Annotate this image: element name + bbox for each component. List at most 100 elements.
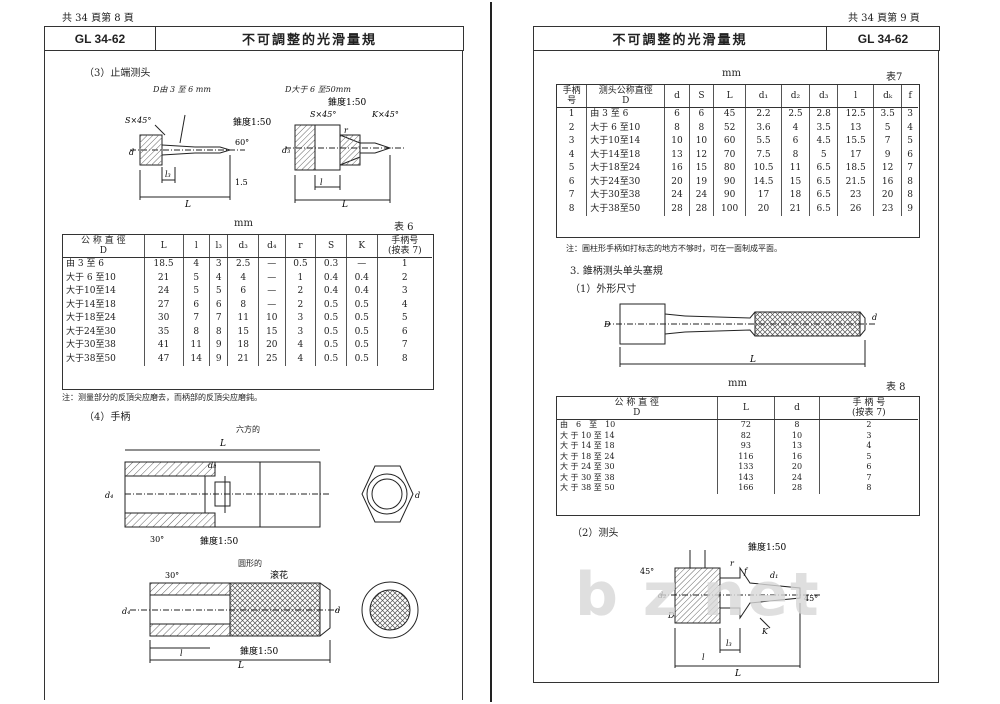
table6-cell: 18 bbox=[227, 339, 259, 353]
hex-L-label: L bbox=[219, 439, 226, 449]
table6-cell: 大于24至30 bbox=[66, 326, 116, 337]
table7-cell: 3 bbox=[901, 107, 918, 122]
table7-cell: 11 bbox=[780, 162, 810, 176]
table6-cell: 25 bbox=[258, 352, 286, 366]
table7-cell: 14.5 bbox=[745, 175, 782, 189]
table6-cell: 3 bbox=[284, 325, 316, 339]
table7-cell: 23 bbox=[873, 202, 902, 216]
round-d-label: d bbox=[335, 606, 340, 615]
table7-cell: 8 bbox=[901, 189, 918, 203]
table8-unit: mm bbox=[728, 378, 747, 389]
table7-cell: 6.5 bbox=[809, 175, 838, 189]
table6-cell: 0.5 bbox=[345, 312, 378, 326]
table7-cell: 大于 6 至10 bbox=[586, 121, 665, 135]
hex-handle-drawing: L d₃ d₄ 30° 錐度1:50 d bbox=[105, 439, 420, 547]
table7-cell: 9 bbox=[901, 202, 918, 216]
table7-cell: 8 bbox=[568, 203, 575, 214]
table7-cell: 16 bbox=[873, 175, 902, 189]
table7-cell: 3 bbox=[568, 136, 575, 146]
table7-cell: 8 bbox=[780, 148, 810, 162]
table7-cell: 52 bbox=[713, 121, 746, 135]
table6-cell: 7 bbox=[209, 312, 228, 326]
d-label: d bbox=[129, 148, 134, 157]
table6-cell: 0.5 bbox=[345, 325, 378, 339]
table6-cell: 大于 6 至10 bbox=[66, 272, 116, 283]
table6-cell: — bbox=[258, 285, 286, 299]
table7-cell: 12.5 bbox=[837, 107, 874, 122]
table8-cell: 13 bbox=[774, 441, 820, 452]
table7-cell: 13 bbox=[664, 148, 690, 162]
table8-cell: 166 bbox=[716, 483, 775, 494]
table7-cell: 9 bbox=[873, 148, 902, 162]
hex-d4-label: d₄ bbox=[105, 491, 113, 500]
table8-cell: 大 于 30 至 38 bbox=[560, 472, 615, 482]
table6-cell: 21 bbox=[227, 352, 259, 366]
table6-cell: 5 bbox=[209, 285, 228, 299]
table6-cell: 0.5 bbox=[284, 257, 316, 272]
table6-cell: 4 bbox=[227, 271, 259, 285]
round-angle30-label: 30° bbox=[165, 571, 179, 580]
table8-cell: 大 于 10 至 14 bbox=[560, 430, 615, 440]
probe-angle45-label: 45° bbox=[640, 567, 654, 576]
table7-header-2: d bbox=[664, 85, 690, 108]
table6-cell: 2 bbox=[284, 298, 316, 312]
table7-cell: 4 bbox=[780, 121, 810, 135]
table7-cell: 20 bbox=[873, 189, 902, 203]
right-page-frame bbox=[533, 50, 939, 683]
round-L-label: L bbox=[237, 661, 244, 671]
L2-label: L bbox=[341, 200, 348, 210]
table8-cell: 大 于 18 至 24 bbox=[560, 451, 615, 461]
table6-cell: 47 bbox=[143, 352, 184, 366]
section-3-title: （3）止端测头 bbox=[84, 68, 151, 79]
table6-cell: 2 bbox=[376, 271, 432, 285]
table8-cell: 28 bbox=[774, 483, 820, 494]
table8-frame bbox=[556, 396, 920, 516]
table6-cell: 0.5 bbox=[345, 352, 378, 366]
k45-label: K×45° bbox=[371, 110, 399, 119]
table6-cell: 0.5 bbox=[315, 352, 347, 366]
table7-frame bbox=[556, 84, 920, 238]
L-label: L bbox=[184, 200, 191, 210]
table6-cell: 10 bbox=[258, 312, 286, 326]
table6-cell: 0.5 bbox=[315, 325, 347, 339]
table7-cell: 6 bbox=[664, 107, 690, 122]
r-label: r bbox=[344, 126, 349, 135]
table6-cell: 11 bbox=[182, 339, 210, 353]
table7-cell: 7 bbox=[568, 190, 575, 200]
table7-header-3: S bbox=[688, 85, 714, 108]
outer-dimension-title: （1）外形尺寸 bbox=[570, 284, 637, 295]
table6-cell: 4 bbox=[376, 298, 432, 312]
table8-cell: 8 bbox=[774, 419, 820, 431]
table8-cell: 82 bbox=[716, 430, 775, 441]
table7-cell: 13 bbox=[837, 121, 874, 135]
table8-cell: 6 bbox=[818, 462, 918, 473]
table7-cell: 2 bbox=[568, 122, 575, 133]
table6-cell: 18.5 bbox=[143, 257, 184, 272]
table6-cell: 9 bbox=[209, 339, 228, 353]
table7-cell: 3.5 bbox=[809, 121, 838, 135]
table7-header-9: dₖ bbox=[873, 85, 902, 108]
table8-cell: 7 bbox=[818, 472, 918, 483]
left-page-number: 共 34 頁第 8 頁 bbox=[62, 13, 134, 24]
table7-cell: 6.5 bbox=[809, 162, 838, 176]
table7-cell: 大于14至18 bbox=[586, 148, 665, 162]
table6-cell: 8 bbox=[182, 325, 210, 339]
knurl-label: 滚花 bbox=[270, 569, 288, 581]
table6-header-9: 手柄号(按表 7) bbox=[376, 235, 432, 258]
fig3a-drawing: S×45° 錐度1:50 60° l₃ 1.5 L d bbox=[125, 114, 271, 210]
table6-cell: 0.3 bbox=[315, 257, 347, 272]
table7-cell: 15 bbox=[780, 175, 810, 189]
table7-cell: 3.5 bbox=[873, 107, 902, 122]
table6-cell: 3 bbox=[284, 312, 316, 326]
table7-cell: 4 bbox=[901, 121, 918, 135]
table6-cell: 6 bbox=[376, 325, 432, 339]
table7-header-0: 手柄号 bbox=[557, 85, 587, 108]
